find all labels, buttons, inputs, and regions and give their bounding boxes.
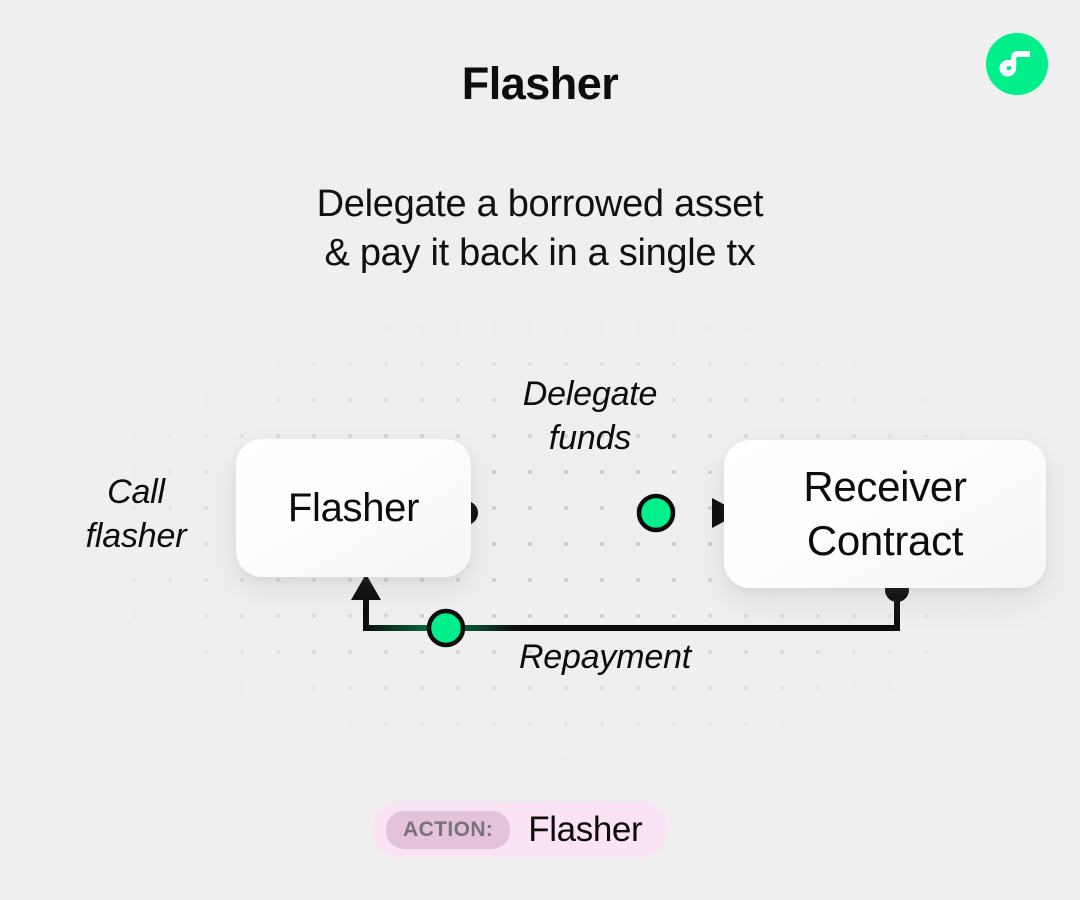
node-flasher[interactable]: Flasher [236, 439, 471, 577]
action-badge-value: Flasher [528, 810, 643, 849]
edge-token-delegate [636, 493, 676, 533]
node-flasher-label: Flasher [287, 485, 420, 530]
label-repayment: Repayment [518, 638, 692, 676]
label-delegate-funds: Delegate funds [522, 375, 658, 457]
label-call-flasher: Call flasher [85, 473, 187, 555]
action-badge[interactable]: ACTION: Flasher [372, 802, 669, 858]
action-badge-chip: ACTION: [386, 811, 511, 849]
page-subtitle: Delegate a borrowed asset & pay it back … [316, 183, 764, 274]
node-receiver-label: Receiver Contract [803, 463, 967, 564]
node-receiver-contract[interactable]: Receiver Contract [724, 440, 1046, 588]
flow-logo-icon [986, 33, 1048, 95]
edge-token-repayment [426, 608, 466, 648]
page-title: Flasher [461, 58, 619, 109]
edge-arrowhead [351, 574, 381, 600]
edge-delegate-funds [454, 493, 740, 533]
